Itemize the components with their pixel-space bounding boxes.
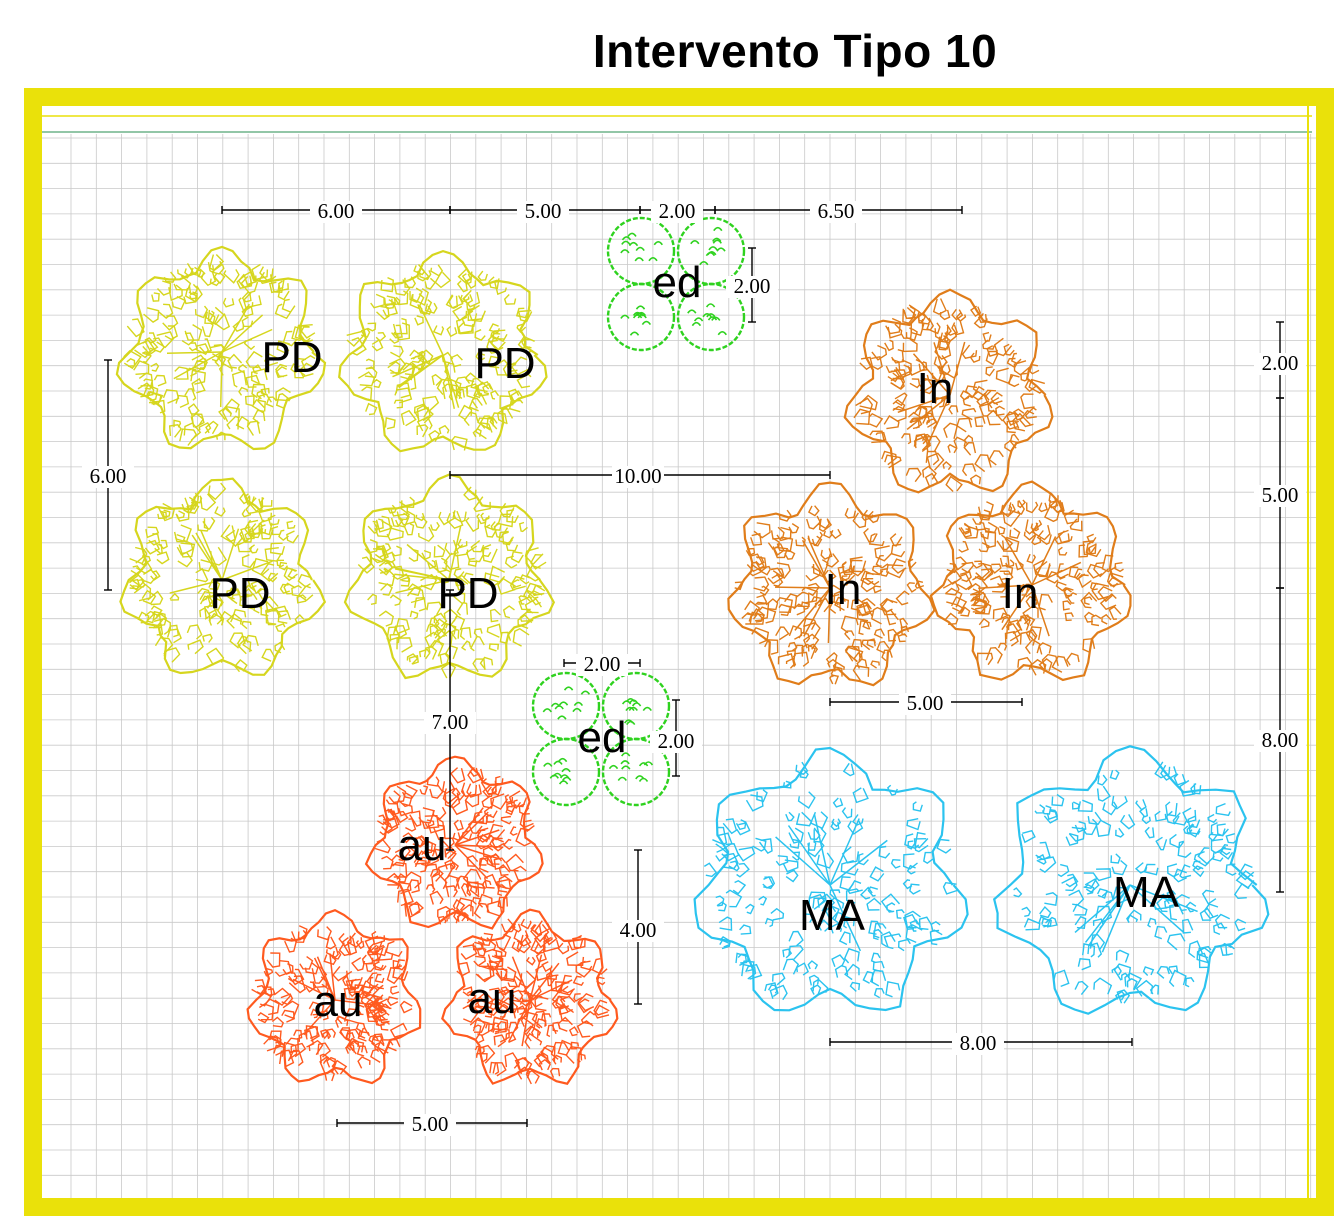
plant-au: au (441, 908, 619, 1085)
dimension-line: 2.00 (1254, 321, 1306, 399)
plant-ed: ed (531, 671, 671, 807)
dimension-label: 6.00 (318, 199, 355, 223)
dimension-line: 2.00 (639, 199, 716, 223)
plant-in: In (929, 480, 1132, 682)
plant-label: PD (209, 569, 270, 618)
grid (42, 134, 1316, 1198)
dimension-label: 2.00 (734, 274, 771, 298)
plant-au: au (246, 909, 422, 1085)
plant-pd: PD (119, 477, 327, 676)
plant-label: PD (261, 333, 322, 382)
dimension-line: 8.00 (1254, 587, 1306, 893)
plant-label: MA (799, 891, 866, 940)
plant-label: In (917, 364, 954, 413)
plant-pd: PD (338, 249, 548, 453)
dimension-line: 6.50 (714, 199, 963, 223)
plant-label: ed (578, 713, 627, 762)
dimension-line: 8.00 (829, 1031, 1133, 1055)
plant-ed: ed (606, 216, 746, 352)
plant-label: au (398, 821, 447, 870)
dimension-label: 5.00 (412, 1112, 449, 1136)
dimension-label: 6.00 (90, 464, 127, 488)
dimension-label: 2.00 (584, 652, 621, 676)
plant-label: au (314, 977, 363, 1026)
top-guide-lines (42, 106, 1312, 1198)
plant-pd: PD (115, 245, 327, 451)
plant-label: au (468, 974, 517, 1023)
dimension-label: 5.00 (1262, 483, 1299, 507)
plant-label: MA (1113, 868, 1180, 917)
plant-label: In (1002, 569, 1039, 618)
dimension-label: 4.00 (620, 918, 657, 942)
plant-ma: MA (992, 745, 1270, 1015)
plant-label: In (825, 565, 862, 614)
dimension-line: 5.00 (1254, 397, 1306, 589)
dimension-label: 10.00 (614, 464, 661, 488)
dimension-label: 7.00 (432, 710, 469, 734)
dimension-label: 2.00 (659, 199, 696, 223)
plant-in: In (843, 288, 1054, 494)
dimension-label: 8.00 (960, 1031, 997, 1055)
dimension-line: 6.00 (221, 199, 451, 223)
dimension-line: 5.00 (449, 199, 641, 223)
dimension-line: 10.00 (449, 464, 831, 488)
dimension-label: 2.00 (658, 729, 695, 753)
plant-au: au (364, 755, 544, 930)
plant-ma: MA (693, 746, 969, 1012)
dimension-line: 6.00 (82, 359, 134, 591)
plant-pd: PD (343, 473, 556, 680)
dimension-label: 6.50 (818, 199, 855, 223)
dimensions-layer: 6.00 5.00 2.00 6.50 2.00 6.00 10.00 2.00 5.00 8.0… (82, 199, 1306, 1136)
plant-in: In (727, 481, 936, 687)
dimension-label: 2.00 (1262, 351, 1299, 375)
dimension-label: 8.00 (1262, 728, 1299, 752)
dimension-line: 4.00 (612, 849, 664, 1005)
plant-label: PD (474, 339, 535, 388)
dimension-label: 5.00 (907, 691, 944, 715)
dimension-line: 5.00 (829, 691, 1023, 715)
dimension-line: 5.00 (336, 1112, 528, 1136)
dimension-line: 2.00 (726, 247, 778, 323)
dimension-line: 2.00 (650, 699, 702, 777)
dimension-line: 7.00 (424, 589, 476, 851)
dimension-label: 5.00 (525, 199, 562, 223)
dimension-line: 2.00 (563, 652, 641, 676)
plant-label: PD (437, 569, 498, 618)
page-title: Intervento Tipo 10 (592, 25, 998, 77)
plant-label: ed (653, 258, 702, 307)
